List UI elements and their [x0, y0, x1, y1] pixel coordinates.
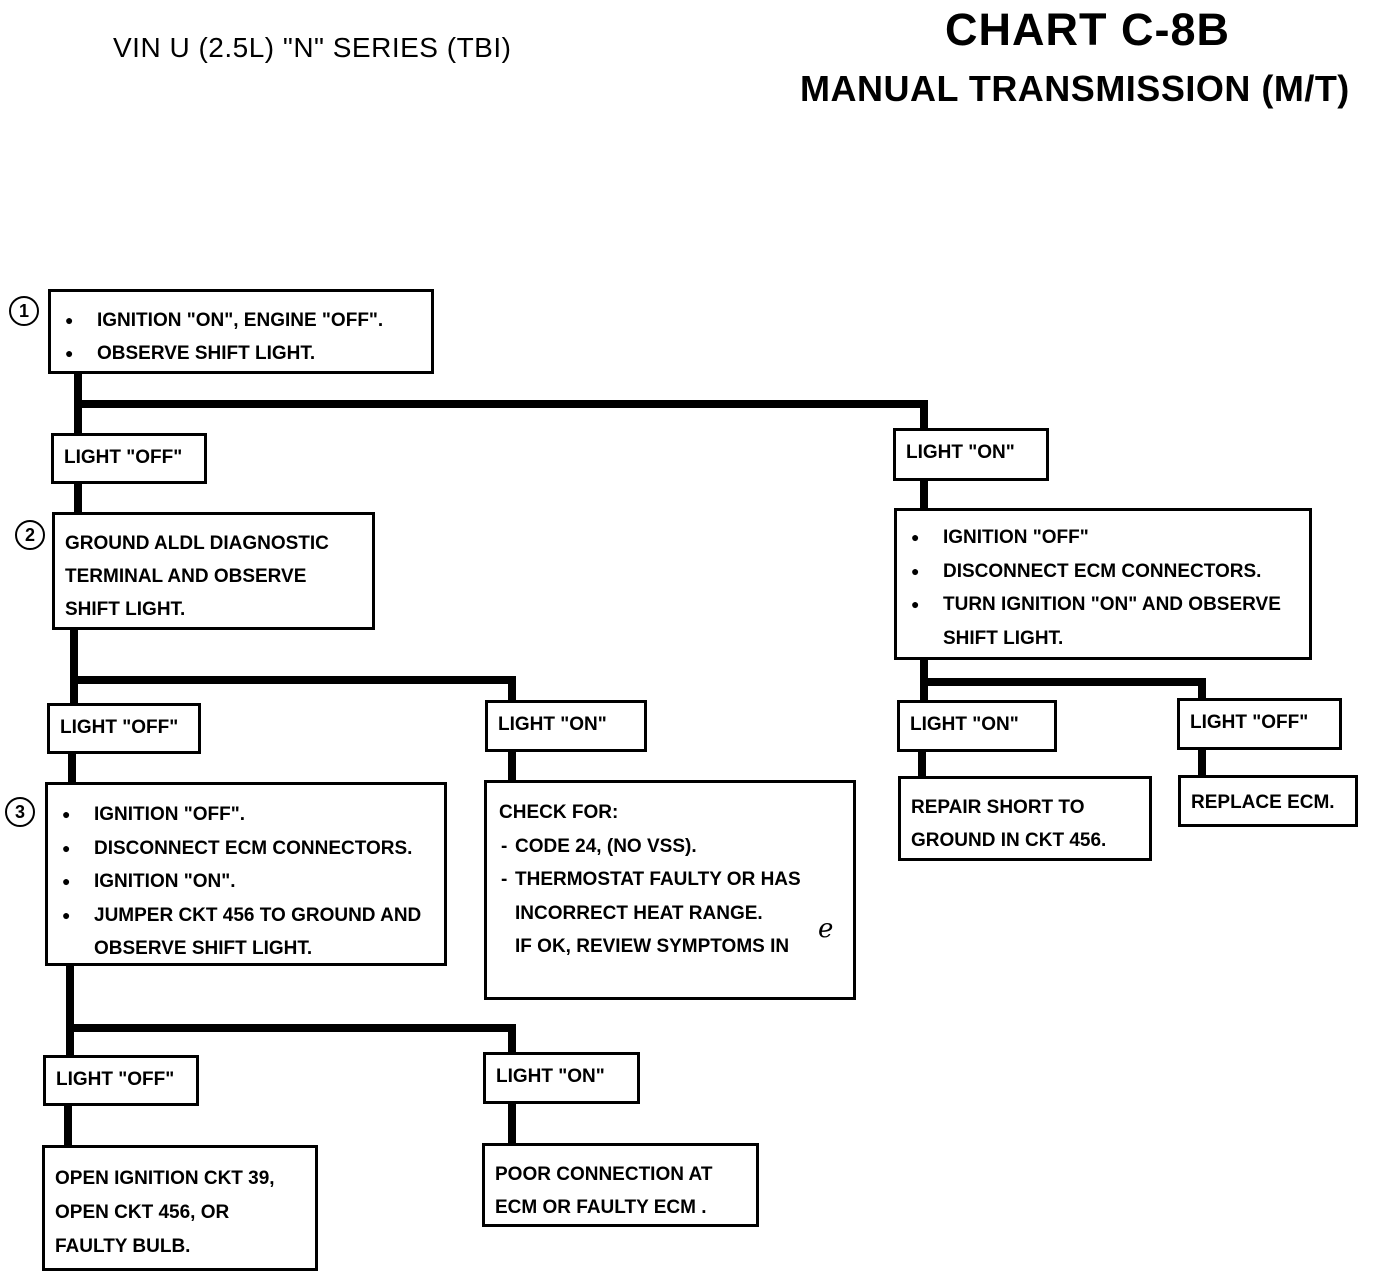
replace-ecm-box: REPLACE ECM.	[1178, 775, 1358, 827]
check-for-box: CHECK FOR: CODE 24, (NO VSS). THERMOSTAT…	[484, 780, 856, 1000]
repair-short-text: REPAIR SHORT TO GROUND IN CKT 456.	[911, 797, 1107, 851]
poor-connection-box: POOR CONNECTION AT ECM OR FAULTY ECM .	[482, 1143, 759, 1227]
light-off-label: LIGHT "OFF"	[43, 1055, 199, 1106]
step-3-box: IGNITION "OFF". DISCONNECT ECM CONNECTOR…	[45, 782, 447, 966]
light-off-label: LIGHT "OFF"	[51, 433, 207, 484]
step-3-item: IGNITION "ON".	[56, 865, 436, 899]
light-on-label: LIGHT "ON"	[485, 700, 647, 752]
light-on-label: LIGHT "ON"	[483, 1052, 640, 1104]
light-on-label: LIGHT "ON"	[897, 700, 1057, 752]
check-for-footer: IF OK, REVIEW SYMPTOMS IN	[515, 936, 790, 957]
open-ignition-text: OPEN IGNITION CKT 39, OPEN CKT 456, OR F…	[55, 1168, 275, 1257]
check-for-title: CHECK FOR:	[499, 802, 619, 823]
step-2-marker: 2	[15, 520, 45, 550]
right-steps-box: IGNITION "OFF" DISCONNECT ECM CONNECTORS…	[894, 508, 1312, 660]
repair-short-box: REPAIR SHORT TO GROUND IN CKT 456.	[898, 776, 1152, 861]
open-ignition-box: OPEN IGNITION CKT 39, OPEN CKT 456, OR F…	[42, 1145, 318, 1271]
step-2-text: GROUND ALDL DIAGNOSTIC TERMINAL AND OBSE…	[65, 533, 329, 620]
step-1-item: IGNITION "ON", ENGINE "OFF".	[59, 304, 423, 337]
check-for-item: CODE 24, (NO VSS).	[495, 830, 845, 864]
replace-ecm-text: REPLACE ECM.	[1191, 792, 1335, 813]
check-for-item: THERMOSTAT FAULTY OR HAS INCORRECT HEAT …	[495, 863, 845, 930]
step-1-marker: 1	[9, 296, 39, 326]
step-3-item: IGNITION "OFF".	[56, 798, 436, 832]
chart-title: CHART C-8B	[945, 4, 1230, 55]
right-step-item: IGNITION "OFF"	[905, 521, 1301, 555]
step-3-item: JUMPER CKT 456 TO GROUND AND OBSERVE SHI…	[56, 899, 436, 966]
step-2-box: GROUND ALDL DIAGNOSTIC TERMINAL AND OBSE…	[52, 512, 375, 630]
step-3-marker: 3	[5, 797, 35, 827]
handwritten-annotation: e	[818, 914, 834, 944]
right-step-item: TURN IGNITION "ON" AND OBSERVE SHIFT LIG…	[905, 588, 1301, 655]
step-3-item: DISCONNECT ECM CONNECTORS.	[56, 832, 436, 866]
light-on-label: LIGHT "ON"	[893, 428, 1049, 481]
poor-connection-text: POOR CONNECTION AT ECM OR FAULTY ECM .	[495, 1164, 713, 1218]
step-1-box: IGNITION "ON", ENGINE "OFF". OBSERVE SHI…	[48, 289, 434, 374]
vehicle-spec: VIN U (2.5L) "N" SERIES (TBI)	[113, 32, 512, 63]
chart-subtitle: MANUAL TRANSMISSION (M/T)	[800, 68, 1350, 109]
right-step-item: DISCONNECT ECM CONNECTORS.	[905, 555, 1301, 589]
step-1-item: OBSERVE SHIFT LIGHT.	[59, 337, 423, 370]
light-off-label: LIGHT "OFF"	[1177, 698, 1342, 750]
light-off-label: LIGHT "OFF"	[47, 703, 201, 754]
